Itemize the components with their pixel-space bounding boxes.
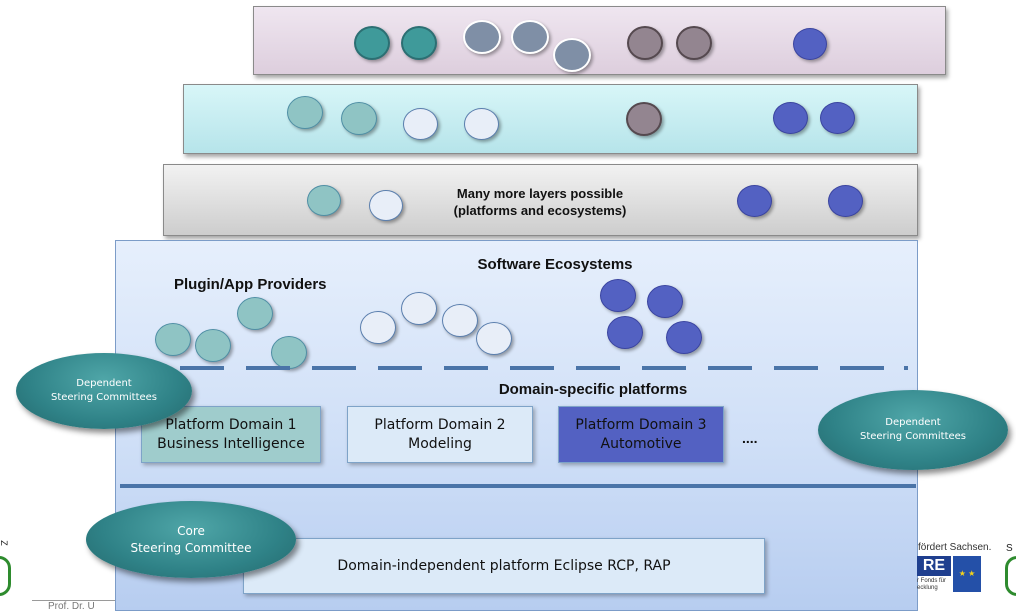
edge-letter-left: Z <box>0 540 9 546</box>
layer-third-dot <box>737 185 772 217</box>
platform-domain-1-line1: Platform Domain 1 <box>165 416 297 433</box>
layer-second-dot <box>820 102 855 134</box>
layer-top-dot <box>793 28 827 60</box>
domain-platforms-label: Domain-specific platforms <box>498 381 688 398</box>
separator-dash <box>510 366 554 370</box>
layer-top-dot <box>463 20 501 54</box>
platform-domain-1-line2: Business Intelligence <box>157 435 305 452</box>
plugin-dot <box>155 323 191 356</box>
efre-logo-letters: RE <box>917 556 951 576</box>
layer-third-dot <box>828 185 863 217</box>
committee-left-line1: Dependent <box>76 378 132 389</box>
plugin-dot <box>271 336 307 369</box>
layer-third <box>163 164 918 236</box>
committee-right: Dependent Steering Committees <box>818 390 1008 470</box>
separator-dash <box>246 366 290 370</box>
layer-third-dot <box>307 185 341 216</box>
separator-dash <box>444 366 488 370</box>
efre-logo: RE ★ ★ r Fonds für ecklung <box>917 556 987 596</box>
platform-domain-3-line1: Platform Domain 3 <box>575 416 707 433</box>
plugin-dot <box>666 321 702 354</box>
platform-domain-1: Platform Domain 1 Business Intelligence <box>141 406 321 463</box>
footer-rule <box>32 600 117 601</box>
layer-second-dot <box>626 102 662 136</box>
separator-dash <box>774 366 818 370</box>
layer-second-dot <box>341 102 377 135</box>
platform-domain-2-line1: Platform Domain 2 <box>374 416 506 433</box>
edge-letter-right: S <box>1006 543 1013 554</box>
layer-second-dot <box>403 108 438 140</box>
rcp-platform-box: Domain-independent platform Eclipse RCP,… <box>243 538 765 594</box>
footer-left-text: Prof. Dr. U <box>48 601 95 612</box>
separator-dash <box>312 366 356 370</box>
efre-fonds-line1: r Fonds für <box>917 578 947 584</box>
layer-third-line2: (platforms and ecosystems) <box>453 203 627 218</box>
separator-dash <box>904 366 908 370</box>
green-logo-left <box>0 556 11 596</box>
eu-flag-icon: ★ ★ <box>953 556 981 592</box>
separator-dash <box>378 366 422 370</box>
layer-top-dot <box>553 38 591 72</box>
committee-right-line1: Dependent <box>885 417 941 428</box>
efre-fonds-line2: ecklung <box>917 585 938 591</box>
plugin-dot <box>360 311 396 344</box>
layer-top-dot <box>676 26 712 60</box>
layer-top-dot <box>511 20 549 54</box>
separator-dash <box>180 366 224 370</box>
ecosystem-title: Software Ecosystems <box>477 256 633 273</box>
layer-top-dot <box>401 26 437 60</box>
layer-second-dot <box>287 96 323 129</box>
committee-left: Dependent Steering Committees <box>16 353 192 429</box>
platform-domain-2: Platform Domain 2 Modeling <box>347 406 533 463</box>
plugin-dot <box>476 322 512 355</box>
committee-left-line2: Steering Committees <box>50 392 158 403</box>
platform-domain-3-line2: Automotive <box>600 435 682 452</box>
layer-top-dot <box>354 26 390 60</box>
separator-dash <box>576 366 620 370</box>
separator-dash <box>708 366 752 370</box>
separator-dash <box>642 366 686 370</box>
committee-core-line2: Steering Committee <box>130 540 252 555</box>
sachsen-text: fördert Sachsen. <box>918 542 992 553</box>
committee-right-line2: Steering Committees <box>859 431 967 442</box>
plugin-providers-label: Plugin/App Providers <box>174 276 327 293</box>
green-logo-right <box>1005 556 1016 596</box>
layer-third-text: Many more layers possible (platforms and… <box>400 185 680 219</box>
separator-dash <box>840 366 884 370</box>
plugin-dot <box>195 329 231 362</box>
plugin-dot <box>607 316 643 349</box>
plugin-dot <box>600 279 636 312</box>
plugin-dot <box>647 285 683 318</box>
layer-third-dot <box>369 190 403 221</box>
layer-top-dot <box>627 26 663 60</box>
committee-core-line1: Core <box>177 523 205 538</box>
layer-second-dot <box>464 108 499 140</box>
committee-core: Core Steering Committee <box>86 501 296 578</box>
layer-third-line1: Many more layers possible <box>456 186 624 201</box>
separator-solid <box>120 484 916 488</box>
rcp-platform-label: Domain-independent platform Eclipse RCP,… <box>337 557 671 574</box>
plugin-dot <box>442 304 478 337</box>
plugin-dot <box>237 297 273 330</box>
platform-domain-2-line2: Modeling <box>408 435 472 452</box>
platform-ellipsis: .... <box>742 430 758 446</box>
platform-domain-3: Platform Domain 3 Automotive <box>558 406 724 463</box>
layer-second-dot <box>773 102 808 134</box>
plugin-dot <box>401 292 437 325</box>
